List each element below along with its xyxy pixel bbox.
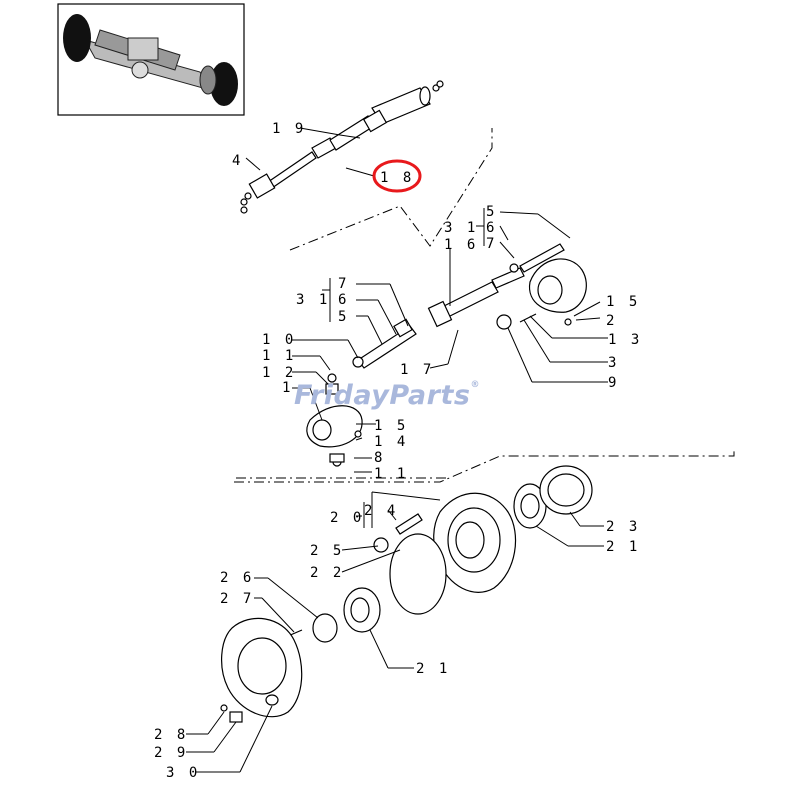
callout-21-right: 2 1: [606, 539, 640, 555]
callout-16: 1 6: [444, 237, 478, 253]
callout-30: 3 0: [166, 765, 200, 781]
callout-19: 1 9: [272, 121, 306, 137]
callout-24: 2 4: [364, 503, 398, 519]
callout-17: 1 7: [400, 362, 434, 378]
leader-lines: [186, 127, 608, 773]
watermark-trademark: ®: [470, 380, 480, 390]
drive-shaft-assembly: [240, 80, 444, 214]
callout-22: 2 2: [310, 565, 344, 581]
callout-23: 2 3: [606, 519, 640, 535]
callout-4-top: 4: [232, 153, 243, 169]
callout-28: 2 8: [154, 727, 188, 743]
wheel-hub: [373, 492, 517, 615]
callout-labels: 1 9 4 1 8 5 3 1 6 1 6 7 1 5 2 1 3 3 9 7 …: [154, 121, 642, 781]
callout-31-right: 3 1: [444, 220, 478, 236]
callout-18: 1 8: [380, 170, 414, 186]
wheel-flange: [220, 617, 303, 723]
callout-10: 1 0: [262, 332, 296, 348]
callout-31-left: 3 1: [296, 292, 330, 308]
watermark-text: FridayParts: [294, 380, 471, 411]
axle-thumbnail: [57, 3, 245, 116]
highlight-ring: [372, 159, 422, 193]
callout-7-right: 7: [486, 236, 497, 252]
center-shaft: [427, 243, 565, 328]
callout-3: 3: [608, 355, 619, 371]
outer-bearing-and-seal: [513, 465, 593, 529]
callout-7-left: 7: [338, 276, 349, 292]
callout-13: 1 3: [608, 332, 642, 348]
callout-6-right: 6: [486, 220, 497, 236]
section-boundary-lower: [234, 448, 735, 483]
callout-20: 2 0: [330, 510, 364, 526]
callout-9: 9: [608, 375, 619, 391]
tractor-front-axle-thumbnail-icon: [63, 14, 238, 106]
callout-6-left: 6: [338, 292, 349, 308]
callout-1: 1: [282, 380, 293, 396]
inner-bearing: [287, 587, 381, 643]
callout-11-upper: 1 1: [262, 348, 296, 364]
callout-27: 2 7: [220, 591, 254, 607]
callout-15-left: 1 5: [374, 418, 408, 434]
watermark-logo: FridayParts®: [294, 380, 480, 411]
callout-5-right: 5: [486, 204, 497, 220]
callout-29: 2 9: [154, 745, 188, 761]
callout-2: 2: [606, 313, 617, 329]
callout-12: 1 2: [262, 365, 296, 381]
callout-25: 2 5: [310, 543, 344, 559]
callout-21-lower: 2 1: [416, 661, 450, 677]
callout-15-right: 1 5: [606, 294, 640, 310]
callout-14: 1 4: [374, 434, 408, 450]
callout-8: 8: [374, 450, 385, 466]
right-knuckle-housing: [496, 258, 587, 330]
callout-26: 2 6: [220, 570, 254, 586]
callout-5-left: 5: [338, 309, 349, 325]
callout-11-lower: 1 1: [374, 466, 408, 482]
section-boundary-upper: [289, 128, 493, 251]
